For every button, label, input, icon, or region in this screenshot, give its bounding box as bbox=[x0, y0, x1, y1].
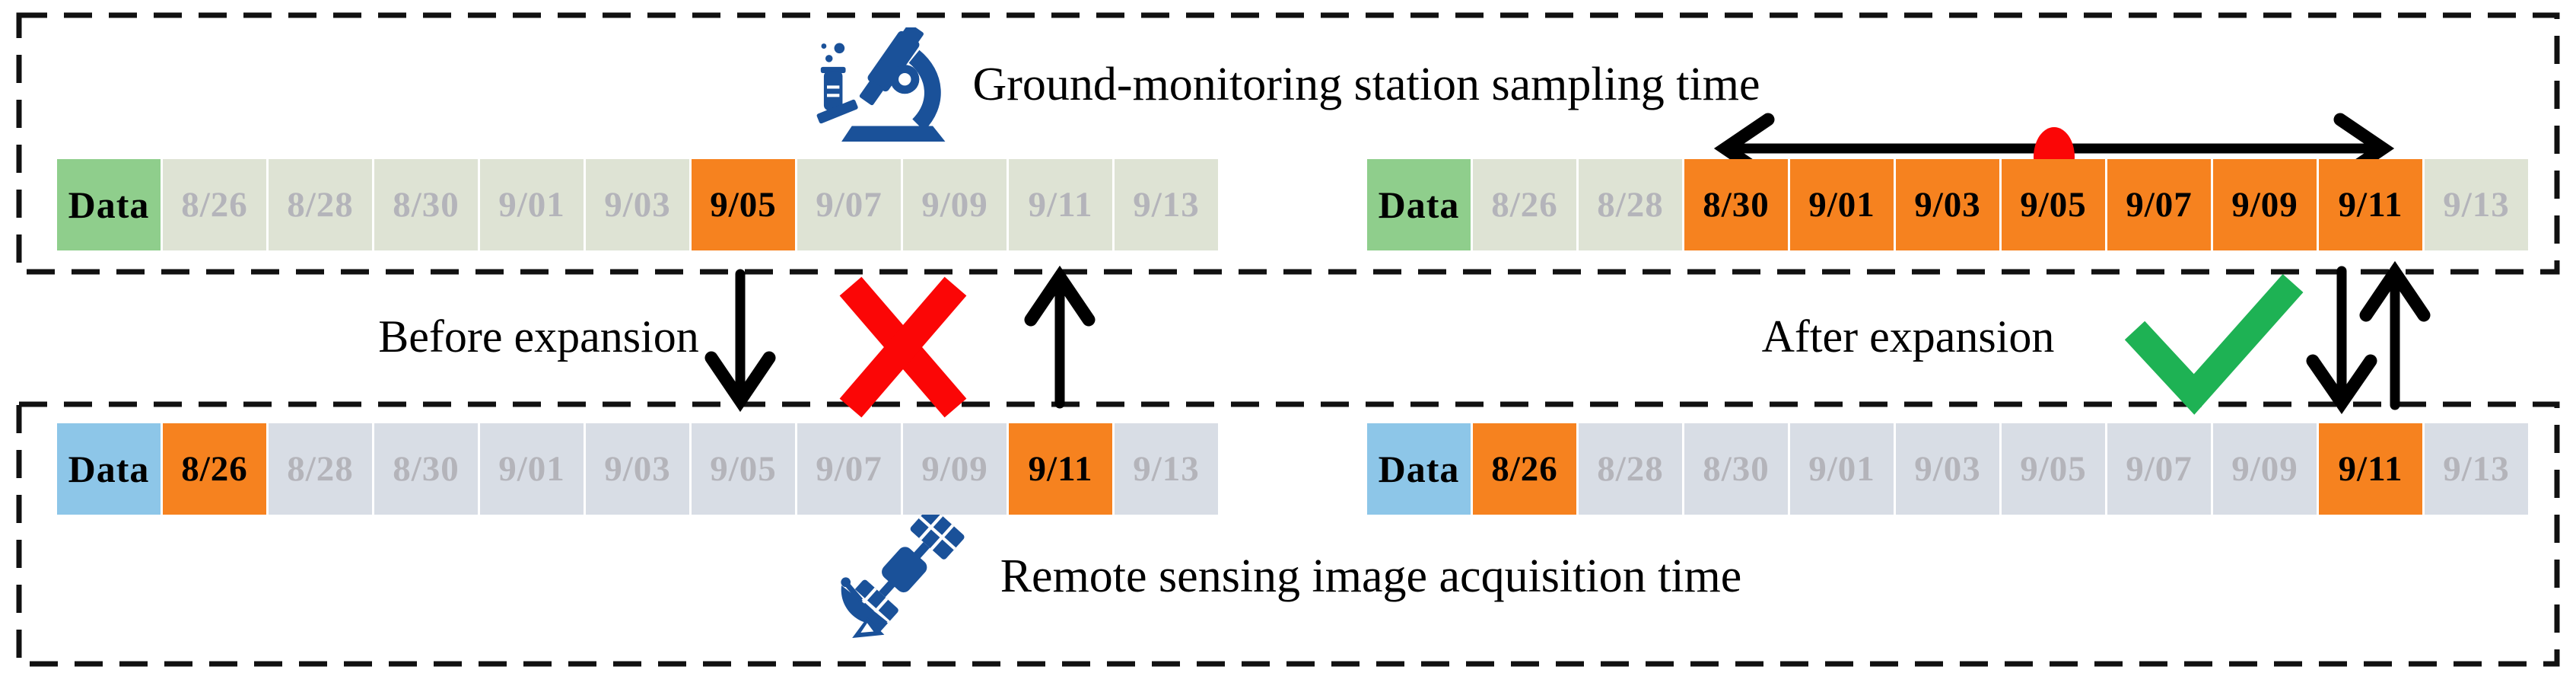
date-cell: 9/09 bbox=[903, 423, 1007, 515]
date-cell-highlighted: 9/11 bbox=[1009, 423, 1112, 515]
data-header-cell: Data bbox=[57, 423, 161, 515]
date-cell-highlighted: 9/05 bbox=[2002, 159, 2105, 250]
date-cell: 9/13 bbox=[1115, 159, 1218, 250]
satellite-icon bbox=[841, 515, 965, 638]
date-cell: 9/07 bbox=[797, 159, 901, 250]
date-cell: 9/07 bbox=[797, 423, 901, 515]
date-cell: 9/01 bbox=[480, 423, 584, 515]
date-cell: 9/05 bbox=[2002, 423, 2105, 515]
date-cell-highlighted: 9/11 bbox=[2319, 423, 2422, 515]
date-cell-highlighted: 9/09 bbox=[2213, 159, 2317, 250]
date-cell: 9/13 bbox=[2425, 159, 2528, 250]
red-cross-icon bbox=[839, 276, 967, 418]
microscope-icon bbox=[816, 27, 945, 142]
remote-section-title-text: Remote sensing image acquisition time bbox=[1000, 550, 1742, 602]
date-cell-highlighted: 9/07 bbox=[2107, 159, 2211, 250]
date-cell-highlighted: 8/26 bbox=[1473, 423, 1576, 515]
date-cell: 8/30 bbox=[374, 423, 478, 515]
before-expansion-label: Before expansion bbox=[378, 311, 699, 362]
ground-section-title: Ground-monitoring station sampling time bbox=[0, 21, 2576, 147]
date-cell: 8/30 bbox=[374, 159, 478, 250]
date-cell: 8/26 bbox=[1473, 159, 1576, 250]
data-header-cell: Data bbox=[1367, 423, 1471, 515]
date-cell: 8/28 bbox=[269, 423, 372, 515]
date-cell: 8/28 bbox=[269, 159, 372, 250]
date-cell-highlighted: 9/03 bbox=[1896, 159, 1999, 250]
date-cell: 8/28 bbox=[1579, 159, 1682, 250]
date-cell-highlighted: 9/01 bbox=[1790, 159, 1894, 250]
date-cell: 9/05 bbox=[692, 423, 795, 515]
date-cell: 8/26 bbox=[163, 159, 266, 250]
date-cell-highlighted: 9/05 bbox=[692, 159, 795, 250]
date-cell-highlighted: 8/30 bbox=[1684, 159, 1788, 250]
date-cell: 8/30 bbox=[1684, 423, 1788, 515]
date-cell: 9/03 bbox=[1896, 423, 1999, 515]
date-cell: 9/01 bbox=[1790, 423, 1894, 515]
before-up-arrow bbox=[1024, 265, 1096, 409]
date-cell: 9/13 bbox=[1115, 423, 1218, 515]
date-cell: 9/09 bbox=[903, 159, 1007, 250]
data-header-cell: Data bbox=[1367, 159, 1471, 250]
date-cell: 9/09 bbox=[2213, 423, 2317, 515]
date-cell-highlighted: 8/26 bbox=[163, 423, 266, 515]
date-cell: 9/11 bbox=[1009, 159, 1112, 250]
ground-section-title-text: Ground-monitoring station sampling time bbox=[972, 58, 1760, 110]
after-up-arrow bbox=[2359, 260, 2431, 410]
date-cell: 9/01 bbox=[480, 159, 584, 250]
date-cell: 9/03 bbox=[586, 159, 689, 250]
date-cell: 9/07 bbox=[2107, 423, 2211, 515]
data-header-cell: Data bbox=[57, 159, 161, 250]
after-down-arrow bbox=[2306, 266, 2377, 414]
remote-section-title: Remote sensing image acquisition time bbox=[0, 512, 2576, 641]
after-expansion-label: After expansion bbox=[1761, 311, 2055, 362]
date-cell-highlighted: 9/11 bbox=[2319, 159, 2422, 250]
date-cell: 9/13 bbox=[2425, 423, 2528, 515]
date-cell: 9/03 bbox=[586, 423, 689, 515]
date-cell: 8/28 bbox=[1579, 423, 1682, 515]
green-check-icon bbox=[2124, 274, 2304, 415]
